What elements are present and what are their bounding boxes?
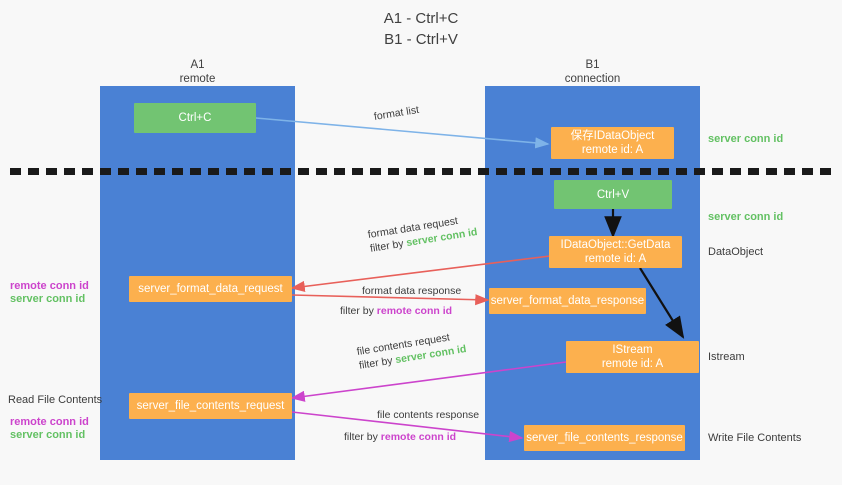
- edge-label-format-list: format list: [373, 103, 420, 123]
- box-server-format-data-response[interactable]: server_format_data_response: [489, 288, 646, 314]
- column-header-a1: A1 remote: [100, 58, 295, 86]
- note-read-file-contents: Read File Contents: [8, 394, 103, 406]
- note-server-conn-id-upper: server conn id: [10, 293, 86, 305]
- edge-label-format-data-response: format data response filter by remote co…: [340, 285, 462, 317]
- note-server-conn-id-mid: server conn id: [708, 211, 784, 223]
- column-b1-name: B1: [585, 59, 600, 71]
- note-write-file-contents: Write File Contents: [708, 432, 802, 444]
- box-server-file-contents-response[interactable]: server_file_contents_response: [524, 425, 685, 451]
- box-server-file-contents-request-label: server_file_contents_request: [136, 400, 285, 412]
- box-save-idataobject[interactable]: 保存IDataObject remote id: A: [551, 127, 674, 159]
- box-server-format-data-response-label: server_format_data_response: [490, 295, 645, 307]
- box-idataobject-getdata-line1: IDataObject::GetData: [560, 239, 671, 251]
- column-b1-sub: connection: [564, 73, 621, 85]
- edge-filter-file-contents-response: filter by remote conn id: [344, 431, 457, 443]
- box-idataobject-getdata[interactable]: IDataObject::GetData remote id: A: [549, 236, 682, 268]
- column-a1-name: A1: [190, 59, 205, 71]
- column-header-b1: B1 connection: [485, 58, 700, 86]
- edge-label-file-contents-request: file contents request filter by server c…: [355, 331, 468, 372]
- note-remote-conn-id-upper: remote conn id: [10, 280, 89, 292]
- box-server-format-data-request-label: server_format_data_request: [138, 283, 283, 295]
- edge-label-file-contents-response: file contents response filter by remote …: [344, 409, 480, 443]
- box-ctrl-c-label: Ctrl+C: [178, 112, 212, 124]
- title-line-2: B1 - Ctrl+V: [384, 31, 458, 48]
- column-a1-sub: remote: [179, 73, 216, 85]
- box-ctrl-c[interactable]: Ctrl+C: [134, 103, 256, 133]
- box-server-file-contents-request[interactable]: server_file_contents_request: [129, 393, 292, 419]
- box-server-format-data-request[interactable]: server_format_data_request: [129, 276, 292, 302]
- box-save-idataobject-line2: remote id: A: [581, 144, 644, 156]
- note-server-conn-id-top: server conn id: [708, 133, 784, 145]
- note-istream: Istream: [708, 351, 745, 363]
- edge-label-format-data-request: format data request filter by server con…: [366, 214, 479, 255]
- note-remote-conn-id-lower: remote conn id: [10, 416, 89, 428]
- note-dataobject: DataObject: [708, 246, 764, 258]
- box-istream[interactable]: IStream remote id: A: [566, 341, 699, 373]
- title-line-1: A1 - Ctrl+C: [383, 10, 459, 27]
- box-ctrl-v[interactable]: Ctrl+V: [554, 180, 672, 209]
- phase-separator-dashed-line: [10, 168, 832, 175]
- box-istream-line1: IStream: [612, 344, 653, 356]
- box-server-file-contents-response-label: server_file_contents_response: [526, 432, 683, 444]
- box-idataobject-getdata-line2: remote id: A: [584, 253, 647, 265]
- box-save-idataobject-line1: 保存IDataObject: [570, 130, 655, 142]
- note-server-conn-id-lower: server conn id: [10, 429, 86, 441]
- box-istream-line2: remote id: A: [601, 358, 664, 370]
- edge-filter-format-data-response: filter by remote conn id: [340, 305, 453, 317]
- box-ctrl-v-label: Ctrl+V: [596, 188, 630, 201]
- page-title: A1 - Ctrl+C B1 - Ctrl+V: [0, 8, 842, 50]
